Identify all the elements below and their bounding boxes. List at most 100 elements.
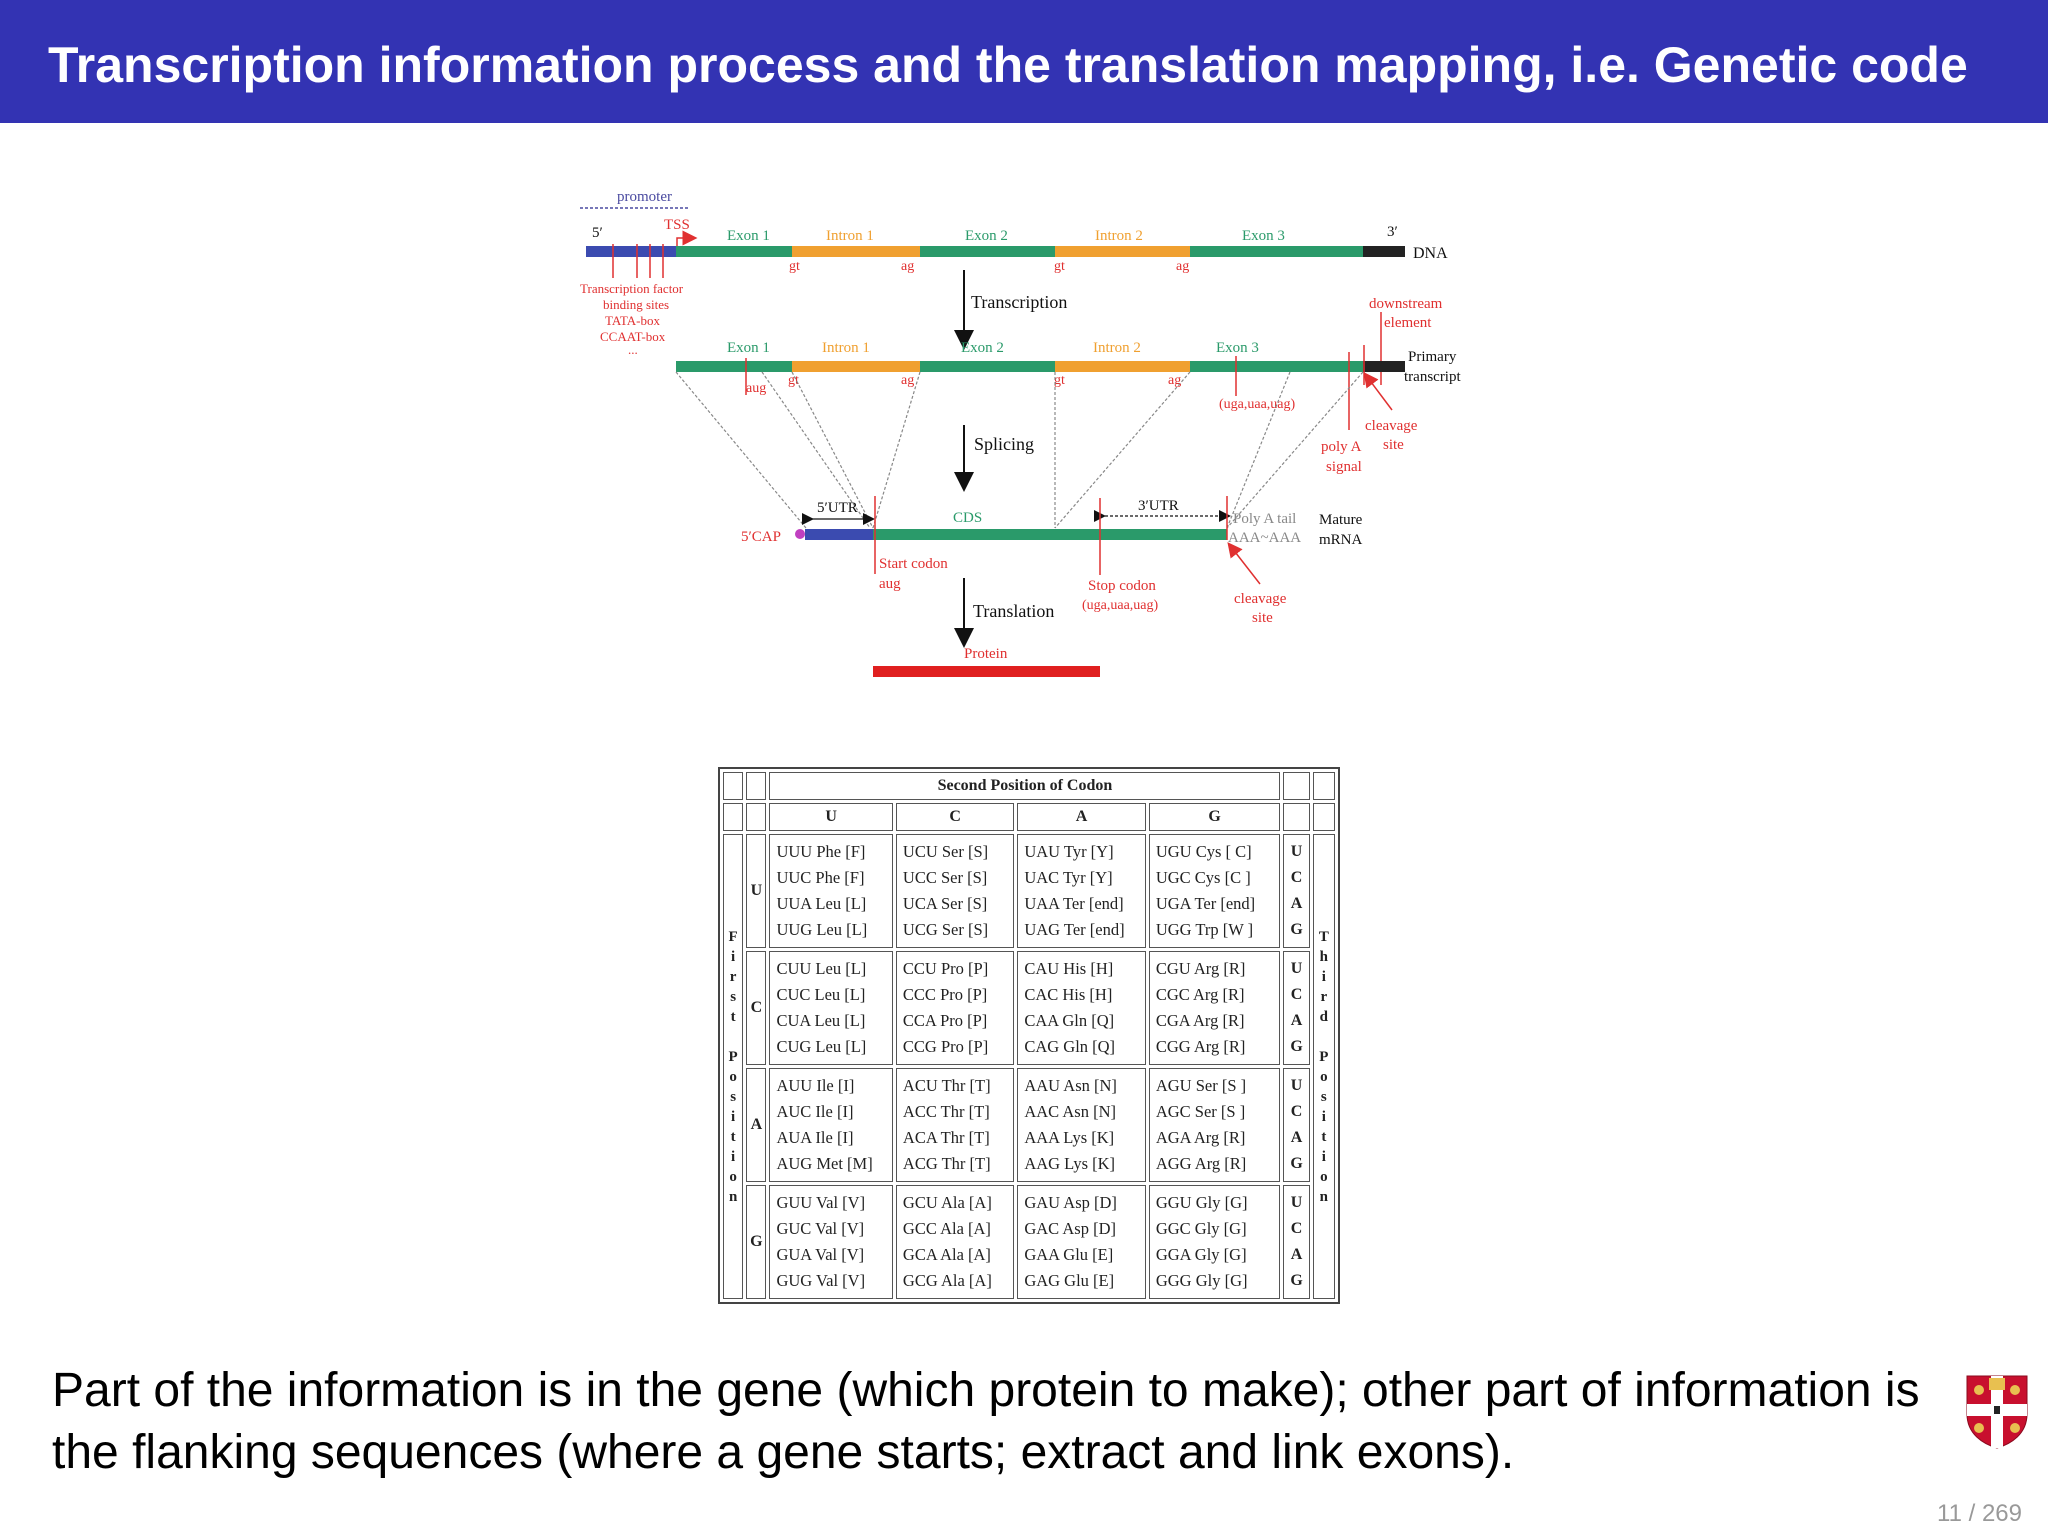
stop-codon-label-1: (uga,uaa,uag) — [1082, 598, 1159, 613]
primary-label-0: Primary — [1408, 349, 1457, 365]
translation-label: Translation — [973, 601, 1054, 621]
primary-exon1-label: Exon 1 — [727, 340, 770, 356]
cap5-label: 5′CAP — [741, 529, 781, 545]
mature-cleavage-label-1: site — [1252, 610, 1273, 626]
tss-label: TSS — [664, 217, 690, 233]
primary-downstream-segment — [1363, 361, 1405, 372]
corner-cell — [1283, 803, 1310, 831]
primary-exon2-label: Exon 2 — [961, 340, 1004, 356]
three-prime-label: 3′ — [1387, 224, 1398, 240]
tf-label-0: Transcription factor — [580, 281, 684, 296]
university-crest-icon — [1966, 1375, 2028, 1449]
poly-a-tail-label-0: Poly A tail — [1233, 511, 1296, 527]
corner-cell — [746, 803, 767, 831]
start-codon-label-0: Start codon — [879, 556, 948, 572]
codon-cell: AUU Ile [I]AUC Ile [I]AUA Ile [I]AUG Met… — [769, 1068, 893, 1182]
second-base-a: A — [1017, 803, 1146, 831]
dna-downstream-segment — [1363, 246, 1405, 257]
primary-label-1: transcript — [1404, 369, 1461, 385]
utr3-label: 3′UTR — [1138, 498, 1179, 514]
second-base-g: G — [1148, 803, 1281, 831]
primary-intron1-segment — [792, 361, 920, 372]
codon-cell: UUU Phe [F]UUC Phe [F]UUA Leu [L]UUG Leu… — [769, 834, 893, 948]
primary-ag-2: ag — [1168, 373, 1181, 388]
transcription-label: Transcription — [971, 292, 1067, 312]
first-base-a: A — [746, 1068, 767, 1182]
poly-a-tail-label-1: AAA~AAA — [1228, 530, 1301, 546]
dna-gt-2: gt — [1054, 259, 1065, 274]
dna-intron2-label: Intron 2 — [1095, 228, 1143, 244]
downstream-label-0: downstream — [1369, 296, 1443, 312]
cleavage-label-0: cleavage — [1365, 418, 1418, 434]
second-base-c: C — [895, 803, 1015, 831]
mature-cleavage-arrow — [1227, 542, 1261, 585]
primary-exon3-label: Exon 3 — [1216, 340, 1259, 356]
stop-codons-label: (uga,uaa,uag) — [1219, 397, 1296, 412]
dna-intron1-segment — [792, 246, 920, 257]
splicing-guide-lines — [675, 371, 1364, 529]
tf-label-1: binding sites — [603, 297, 669, 312]
dna-label: DNA — [1413, 245, 1448, 262]
primary-gt-1: gt — [788, 373, 799, 388]
page-number: 11 / 269 — [1937, 1500, 2022, 1527]
codon-cell: AGU Ser [S ]AGC Ser [S ]AGA Arg [R]AGG A… — [1148, 1068, 1281, 1182]
mature-cds-segment — [873, 529, 1227, 540]
codon-cell: CAU His [H]CAC His [H]CAA Gln [Q]CAG Gln… — [1017, 951, 1146, 1065]
primary-exon3-segment — [1190, 361, 1363, 372]
primary-exon2-segment — [920, 361, 1055, 372]
codon-cell: CGU Arg [R]CGC Arg [R]CGA Arg [R]CGG Arg… — [1148, 951, 1281, 1065]
dna-ag-1: ag — [901, 259, 914, 274]
dna-exon2-segment — [920, 246, 1055, 257]
dna-exon1-label: Exon 1 — [727, 228, 770, 244]
primary-intron1-label: Intron 1 — [822, 340, 870, 356]
tf-label-3: CCAAT-box — [600, 329, 666, 344]
poly-a-signal-label-0: poly A — [1321, 439, 1362, 455]
codon-cell: GGU Gly [G]GGC Gly [G]GGA Gly [G]GGG Gly… — [1148, 1185, 1281, 1299]
primary-ag-1: ag — [901, 373, 914, 388]
first-base-g: G — [746, 1185, 767, 1299]
primary-intron2-segment — [1055, 361, 1190, 372]
downstream-label-1: element — [1384, 315, 1432, 331]
promoter-label: promoter — [617, 189, 672, 205]
second-base-u: U — [769, 803, 893, 831]
aug-label: aug — [746, 381, 766, 396]
dna-ag-2: ag — [1176, 259, 1189, 274]
corner-cell — [746, 772, 767, 800]
codon-cell: ACU Thr [T]ACC Thr [T]ACA Thr [T]ACG Thr… — [895, 1068, 1015, 1182]
codon-cell: UGU Cys [ C]UGC Cys [C ]UGA Ter [end]UGG… — [1148, 834, 1281, 948]
dna-gt-1: gt — [789, 259, 800, 274]
first-base-u: U — [746, 834, 767, 948]
stop-codon-label-0: Stop codon — [1088, 578, 1156, 594]
start-codon-label-1: aug — [879, 576, 901, 592]
codon-cell: GCU Ala [A]GCC Ala [A]GCA Ala [A]GCG Ala… — [895, 1185, 1015, 1299]
codon-cell: GUU Val [V]GUC Val [V]GUA Val [V]GUG Val… — [769, 1185, 893, 1299]
corner-cell — [1312, 772, 1335, 800]
corner-cell — [1283, 772, 1310, 800]
dna-upstream-segment — [586, 246, 676, 257]
codon-cell: UAU Tyr [Y]UAC Tyr [Y]UAA Ter [end]UAG T… — [1017, 834, 1146, 948]
primary-exon1-segment — [676, 361, 792, 372]
primary-intron2-label: Intron 2 — [1093, 340, 1141, 356]
dna-exon1-segment — [676, 246, 792, 257]
first-base-c: C — [746, 951, 767, 1065]
second-position-header: Second Position of Codon — [769, 772, 1281, 800]
dna-exon2-label: Exon 2 — [965, 228, 1008, 244]
tf-label-2: TATA-box — [605, 313, 660, 328]
splicing-label: Splicing — [974, 434, 1034, 454]
dna-exon3-segment — [1190, 246, 1363, 257]
mature-cleavage-label-0: cleavage — [1234, 591, 1287, 607]
corner-cell — [723, 772, 744, 800]
dna-intron2-segment — [1055, 246, 1190, 257]
title-bar: Transcription information process and th… — [0, 0, 2048, 123]
slide-title: Transcription information process and th… — [48, 37, 1968, 93]
protein-label: Protein — [964, 646, 1008, 662]
mature-label-1: mRNA — [1319, 532, 1363, 548]
protein-bar — [873, 666, 1100, 677]
